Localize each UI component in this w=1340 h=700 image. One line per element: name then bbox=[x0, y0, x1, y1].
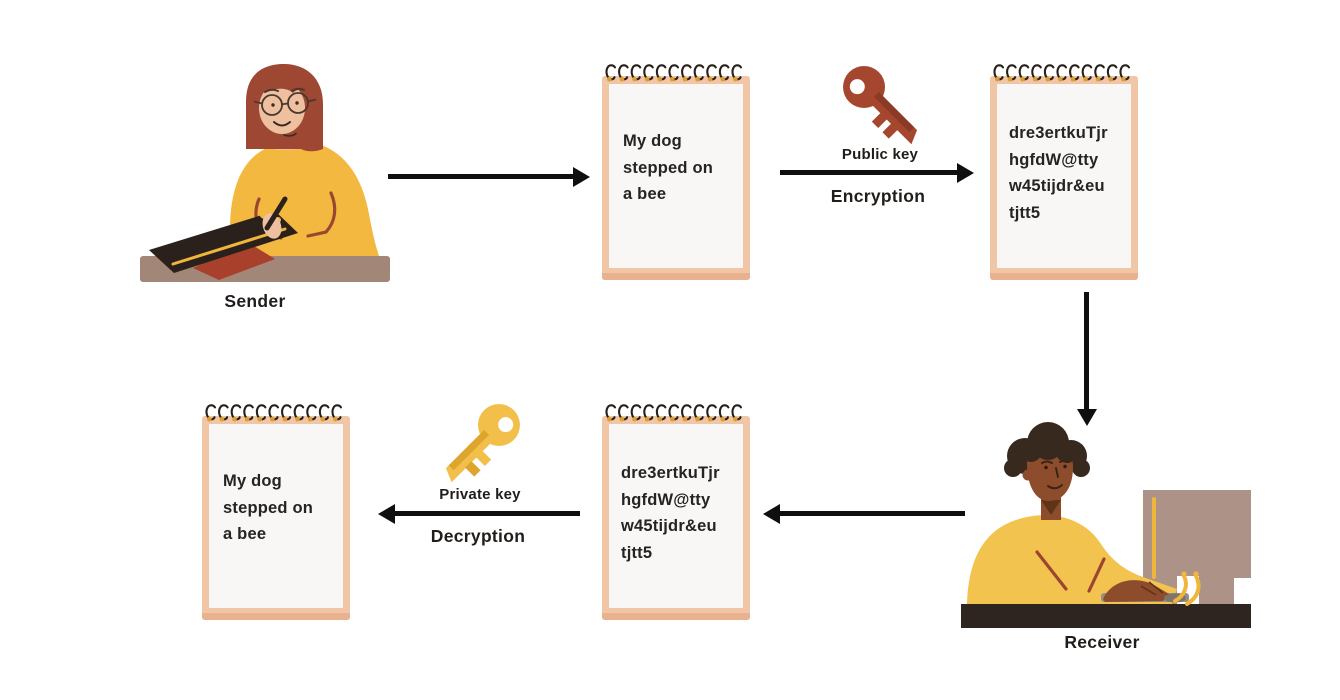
private-key-icon bbox=[423, 383, 540, 500]
receiver-desk bbox=[961, 604, 1251, 628]
note-line: stepped on bbox=[623, 158, 714, 177]
notepad-paper: dre3ertkuTjr hgfdW@tty w45tijdr&eu tjtt5 bbox=[997, 84, 1131, 268]
spiral-binding bbox=[602, 62, 750, 84]
spiral-binding bbox=[602, 402, 750, 424]
public-key-icon: .pub .key-body{} bbox=[822, 45, 939, 162]
note-line: My dog bbox=[223, 472, 282, 490]
decryption-label: Decryption bbox=[430, 526, 526, 546]
spiral-binding bbox=[202, 402, 350, 424]
note-line: stepped on bbox=[223, 498, 314, 517]
cables bbox=[1173, 574, 1201, 606]
arrow-encryption bbox=[780, 162, 974, 183]
note-line: My dog bbox=[623, 132, 682, 150]
notepad-paper: My dog stepped on a bee bbox=[609, 84, 743, 268]
arrow-ciphertext-to-receiver bbox=[1076, 292, 1097, 426]
note-line: a bee bbox=[223, 525, 267, 543]
arrow-receiver-to-ciphertext bbox=[763, 503, 965, 524]
notepad-ciphertext-top: dre3ertkuTjr hgfdW@tty w45tijdr&eu tjtt5 bbox=[990, 62, 1138, 280]
public-key-label: Public key bbox=[841, 146, 919, 163]
note-text: My dog stepped on a bee bbox=[623, 128, 713, 208]
notepad-paper: My dog stepped on a bee bbox=[209, 424, 343, 608]
note-line: tjtt5 bbox=[621, 543, 653, 562]
notepad-frame: My dog stepped on a bee bbox=[202, 416, 350, 620]
tablet-stand bbox=[193, 243, 275, 280]
receiver-face-features bbox=[1041, 459, 1070, 490]
notepad-frame: My dog stepped on a bee bbox=[602, 76, 750, 280]
glasses-icon bbox=[253, 92, 317, 116]
private-key-label: Private key bbox=[439, 486, 521, 503]
receiver-illustration bbox=[961, 422, 1251, 628]
sender-hand bbox=[262, 213, 282, 239]
note-line: dre3ertkuTjr bbox=[621, 464, 720, 482]
notepad-paper: dre3ertkuTjr hgfdW@tty w45tijdr&eu tjtt5 bbox=[609, 424, 743, 608]
notepad-plaintext-top: My dog stepped on a bee bbox=[602, 62, 750, 280]
sender-illustration bbox=[140, 64, 390, 282]
note-line: w45tijdr&eu bbox=[1009, 177, 1105, 195]
notepad-frame: dre3ertkuTjr hgfdW@tty w45tijdr&eu tjtt5 bbox=[602, 416, 750, 620]
notepad-ciphertext-bottom: dre3ertkuTjr hgfdW@tty w45tijdr&eu tjtt5 bbox=[602, 402, 750, 620]
note-line: hgfdW@tty bbox=[621, 490, 711, 509]
arrow-decryption bbox=[378, 503, 580, 524]
stylus bbox=[264, 196, 288, 231]
note-line: a bee bbox=[623, 185, 667, 203]
encryption-label: Encryption bbox=[830, 186, 926, 206]
note-line: w45tijdr&eu bbox=[621, 517, 717, 535]
sender-label: Sender bbox=[224, 291, 286, 311]
receiver-label: Receiver bbox=[1064, 632, 1140, 652]
note-text: dre3ertkuTjr hgfdW@tty w45tijdr&eu tjtt5 bbox=[1009, 120, 1108, 226]
notepad-frame: dre3ertkuTjr hgfdW@tty w45tijdr&eu tjtt5 bbox=[990, 76, 1138, 280]
notepad-plaintext-bottom: My dog stepped on a bee bbox=[202, 402, 350, 620]
note-text: My dog stepped on a bee bbox=[223, 468, 313, 548]
spiral-binding bbox=[990, 62, 1138, 84]
note-line: dre3ertkuTjr bbox=[1009, 124, 1108, 142]
note-text: dre3ertkuTjr hgfdW@tty w45tijdr&eu tjtt5 bbox=[621, 460, 720, 566]
arrow-sender-to-plaintext bbox=[388, 166, 590, 187]
note-line: hgfdW@tty bbox=[1009, 150, 1099, 169]
note-line: tjtt5 bbox=[1009, 203, 1041, 222]
